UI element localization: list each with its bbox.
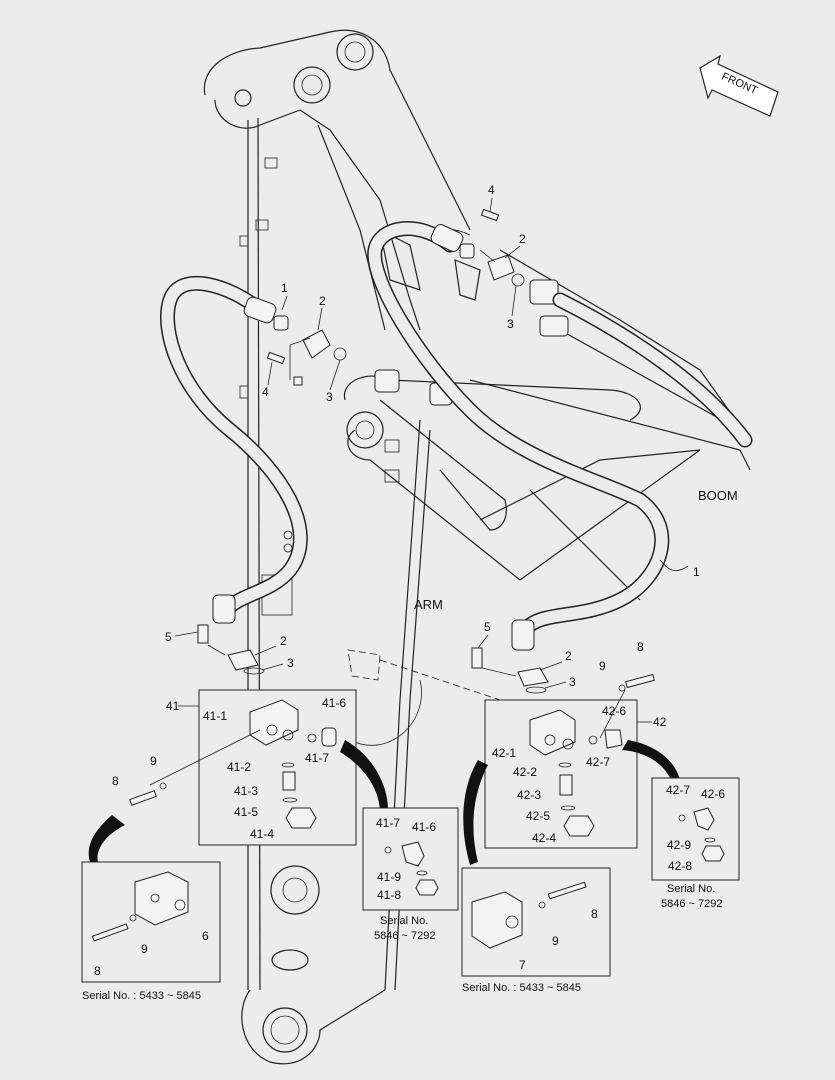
callout-5-right: 5 bbox=[484, 620, 491, 634]
front-arrow-icon: FRONT bbox=[699, 54, 779, 117]
callout-2-top-left: 2 bbox=[319, 294, 326, 308]
hose-left bbox=[160, 275, 308, 624]
boom-label: BOOM bbox=[698, 488, 738, 503]
callout-3-bottom-left: 3 bbox=[287, 656, 294, 670]
detail-left-new-a: 41-7 bbox=[376, 816, 400, 830]
arrow-to-right-new bbox=[622, 740, 680, 782]
arm-structure bbox=[203, 29, 471, 1065]
detail-right-new-caption-1: Serial No. bbox=[667, 883, 715, 895]
callout-41: 41 bbox=[166, 699, 180, 713]
detail-right-new-d: 42-8 bbox=[668, 859, 692, 873]
detail-right-new-c: 42-9 bbox=[667, 838, 691, 852]
bolt-washer-right bbox=[618, 673, 655, 692]
detail-left-new-b: 41-6 bbox=[412, 820, 436, 834]
callout-1-right: 1 bbox=[693, 565, 700, 579]
callout-42-7: 42-7 bbox=[586, 755, 610, 769]
callout-4-top-right: 4 bbox=[488, 183, 495, 197]
callout-8-right: 8 bbox=[637, 640, 644, 654]
detail-right-old-caption: Serial No. : 5433 ~ 5845 bbox=[462, 982, 581, 994]
boom-structure bbox=[343, 224, 751, 601]
detail-right-new-a: 42-7 bbox=[666, 783, 690, 797]
detail-right-new bbox=[651, 777, 740, 881]
callout-41-7: 41-7 bbox=[305, 751, 329, 765]
callout-2-top-right: 2 bbox=[519, 232, 526, 246]
dashed-line bbox=[379, 659, 501, 701]
detail-right-old-washer: 9 bbox=[552, 934, 559, 948]
detail-right-old-block: 7 bbox=[519, 958, 526, 972]
callout-3-bottom-right: 3 bbox=[569, 675, 576, 689]
callout-41-5: 41-5 bbox=[234, 805, 258, 819]
callout-42-1: 42-1 bbox=[492, 746, 516, 760]
callout-9-left: 9 bbox=[150, 754, 157, 768]
callout-42-5: 42-5 bbox=[526, 809, 550, 823]
curve-line bbox=[349, 679, 422, 746]
detail-right-new-caption-2: 5846 ~ 7292 bbox=[661, 898, 722, 910]
callout-2-bottom-right: 2 bbox=[565, 649, 572, 663]
callout-41-3: 41-3 bbox=[234, 784, 258, 798]
detail-left-old-caption: Serial No. : 5433 ~ 5845 bbox=[82, 990, 201, 1002]
callout-42-3: 42-3 bbox=[517, 788, 541, 802]
callout-1-left: 1 bbox=[281, 281, 288, 295]
bottom-fittings bbox=[197, 624, 549, 694]
callout-41-6: 41-6 bbox=[322, 696, 346, 710]
leader-lines bbox=[174, 197, 689, 723]
detail-left-old bbox=[81, 861, 221, 983]
callout-41-2: 41-2 bbox=[227, 760, 251, 774]
callout-42: 42 bbox=[653, 715, 667, 729]
detail-left-new-caption-2: 5846 ~ 7292 bbox=[374, 930, 435, 942]
detail-left-old-block: 6 bbox=[202, 929, 209, 943]
callout-42-4: 42-4 bbox=[532, 831, 556, 845]
detail-right-old bbox=[461, 867, 611, 977]
block-41-box bbox=[149, 689, 357, 846]
callout-9-right: 9 bbox=[599, 659, 606, 673]
callout-42-6: 42-6 bbox=[602, 704, 626, 718]
callout-8-left: 8 bbox=[112, 774, 119, 788]
top-fittings bbox=[266, 208, 525, 386]
callout-3-top-right: 3 bbox=[507, 317, 514, 331]
bolt-washer-left bbox=[129, 782, 167, 806]
detail-left-old-washer: 9 bbox=[141, 942, 148, 956]
arrow-to-left-old bbox=[88, 815, 125, 862]
hose-right bbox=[367, 221, 753, 651]
callout-41-1: 41-1 bbox=[203, 709, 227, 723]
arm-label: ARM bbox=[414, 597, 443, 612]
arrow-to-right-old bbox=[463, 760, 488, 865]
callout-42-2: 42-2 bbox=[513, 765, 537, 779]
detail-left-new bbox=[362, 807, 459, 911]
callout-5-left: 5 bbox=[165, 630, 172, 644]
callout-4-top-left: 4 bbox=[262, 385, 269, 399]
block-42-box bbox=[484, 689, 638, 849]
detail-left-old-bolt: 8 bbox=[94, 964, 101, 978]
detail-right-old-bolt: 8 bbox=[591, 907, 598, 921]
detail-right-new-b: 42-6 bbox=[701, 787, 725, 801]
callout-41-4: 41-4 bbox=[250, 827, 274, 841]
detail-left-new-caption-1: Serial No. bbox=[380, 915, 428, 927]
dashed-outline bbox=[347, 649, 381, 681]
callout-2-bottom-left: 2 bbox=[280, 634, 287, 648]
detail-left-new-c: 41-9 bbox=[377, 870, 401, 884]
callout-3-top-left: 3 bbox=[326, 390, 333, 404]
detail-left-new-d: 41-8 bbox=[377, 888, 401, 902]
